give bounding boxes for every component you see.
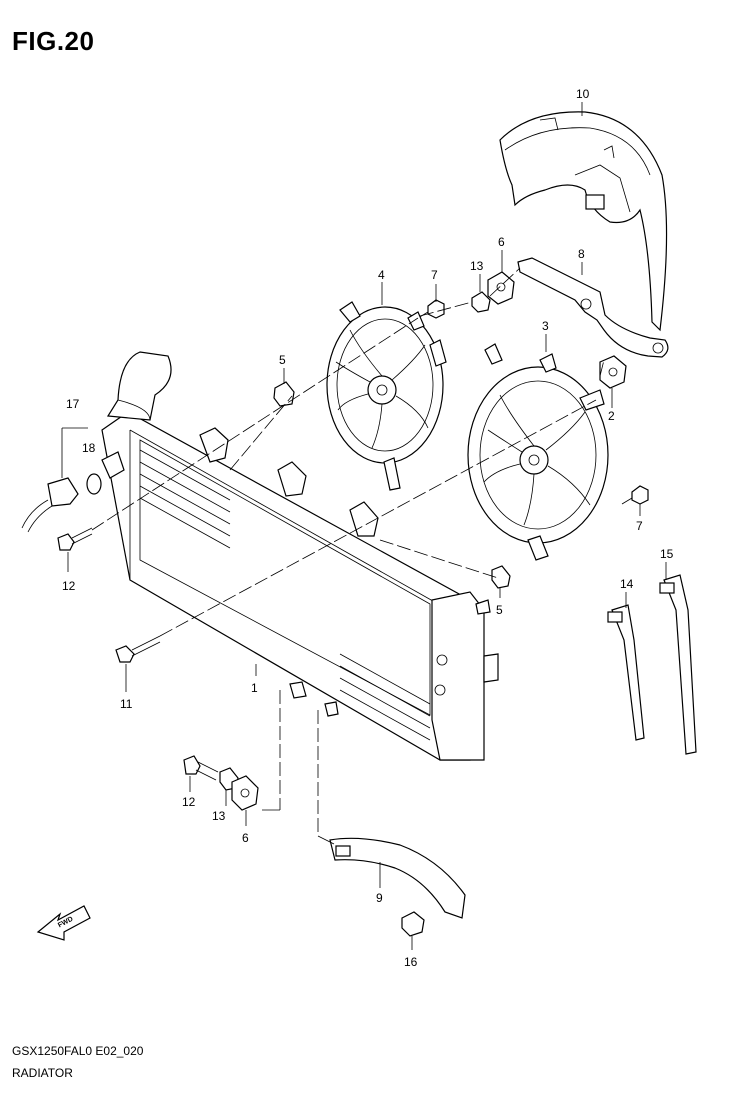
callout-5-lower: 5 bbox=[496, 603, 503, 617]
callout-14: 14 bbox=[620, 577, 634, 591]
callout-18: 18 bbox=[82, 441, 96, 455]
grommet-part-right bbox=[599, 355, 627, 389]
callout-10: 10 bbox=[576, 87, 590, 101]
callout-1: 1 bbox=[251, 681, 258, 695]
nut-part-upper bbox=[273, 381, 295, 407]
callout-12-lower: 12 bbox=[182, 795, 196, 809]
callout-6-lower: 6 bbox=[242, 831, 249, 845]
callout-4: 4 bbox=[378, 268, 385, 282]
bracket-part bbox=[517, 257, 669, 358]
callout-7-lower: 7 bbox=[636, 519, 643, 533]
grommet-part-lower bbox=[231, 775, 259, 811]
figure-title: FIG.20 bbox=[12, 26, 95, 56]
callout-3: 3 bbox=[542, 319, 549, 333]
callout-16: 16 bbox=[404, 955, 418, 969]
callout-13-upper: 13 bbox=[470, 259, 484, 273]
cable-tie-15 bbox=[659, 574, 697, 755]
bolt-part-11 bbox=[115, 635, 161, 663]
bolt-part-16 bbox=[401, 911, 425, 937]
callout-9: 9 bbox=[376, 891, 383, 905]
o-ring-part bbox=[86, 473, 102, 495]
bolt-part-lower-left bbox=[183, 755, 219, 781]
callout-12-upper: 12 bbox=[62, 579, 76, 593]
callout-5-upper: 5 bbox=[279, 353, 286, 367]
fwd-arrow-icon: FWD bbox=[36, 905, 91, 941]
callout-13-lower: 13 bbox=[212, 809, 226, 823]
thermo-switch-part bbox=[21, 477, 79, 533]
collar-part-upper bbox=[471, 291, 491, 313]
cable-tie-14 bbox=[607, 604, 645, 741]
model-code: GSX1250FAL0 E02_020 bbox=[12, 1044, 144, 1058]
radiator-sensor-boss bbox=[101, 451, 125, 479]
callout-8: 8 bbox=[578, 247, 585, 261]
lower-bracket-part bbox=[329, 837, 466, 919]
nut-part-lower bbox=[491, 565, 511, 589]
cooling-fan-left-part bbox=[326, 301, 447, 491]
callout-6-upper: 6 bbox=[498, 235, 505, 249]
radiator-core-part bbox=[101, 351, 499, 761]
section-name: RADIATOR bbox=[12, 1066, 73, 1080]
bolt-part-lower bbox=[621, 485, 649, 505]
cooling-fan-right-part bbox=[467, 343, 609, 561]
bolt-part-left bbox=[57, 527, 93, 551]
callout-11: 11 bbox=[120, 697, 133, 711]
leader-lines bbox=[61, 102, 667, 950]
callout-7-upper: 7 bbox=[431, 268, 438, 282]
callout-15: 15 bbox=[660, 547, 674, 561]
fan-shroud-part bbox=[499, 111, 668, 332]
callout-2: 2 bbox=[608, 409, 615, 423]
callout-17: 17 bbox=[66, 397, 80, 411]
